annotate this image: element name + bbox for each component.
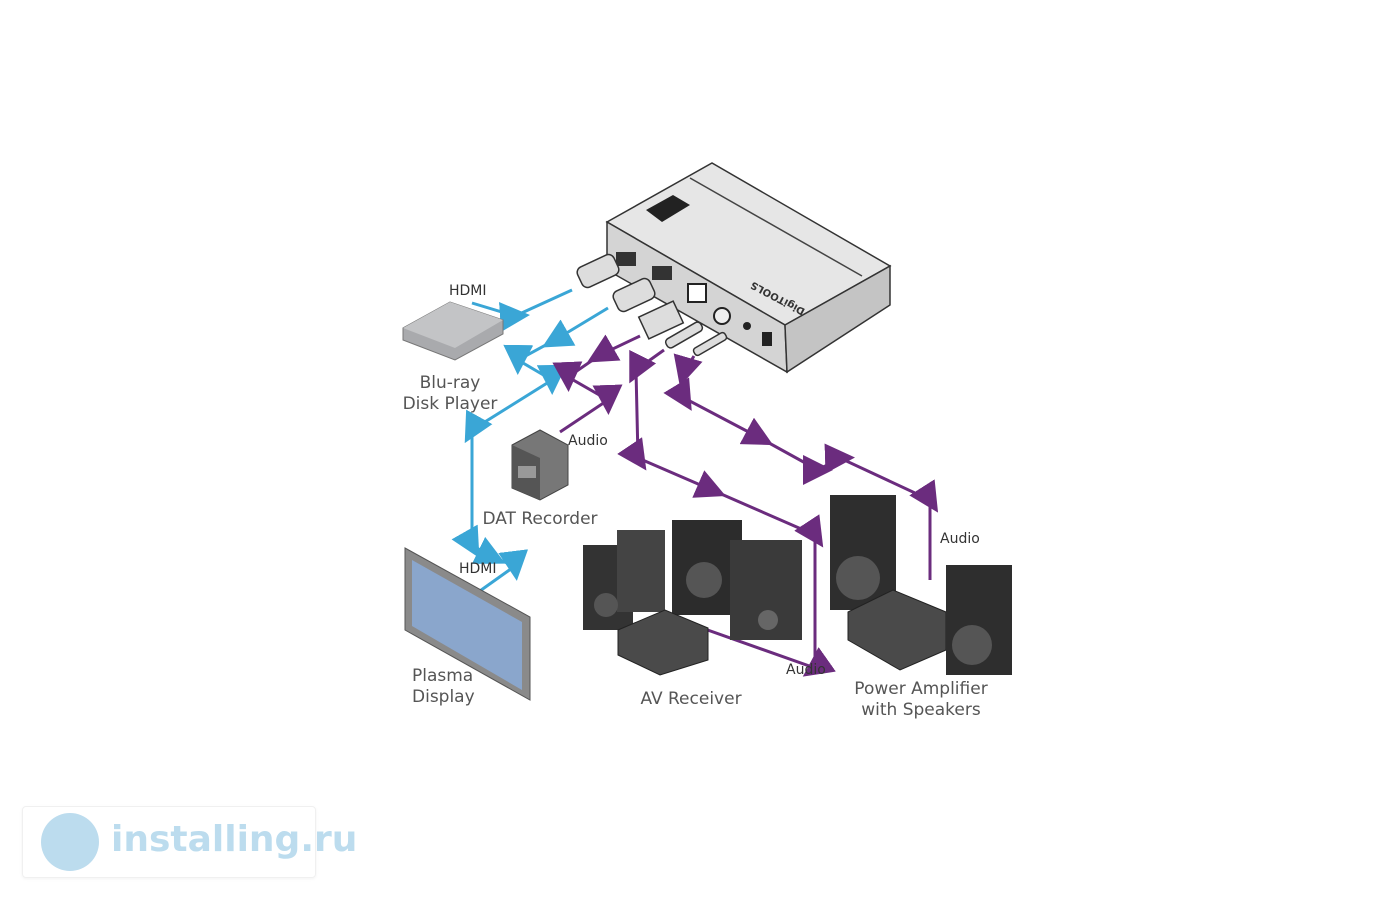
audio-dat-cable: [552, 334, 641, 434]
hdmi-output-cable: [451, 306, 609, 600]
audio-amp-cable: [663, 353, 939, 580]
coax-port: [713, 307, 731, 325]
audio-av-label: Audio: [786, 662, 826, 678]
power-amp-label-line1: Power Amplifier: [854, 679, 987, 699]
kramer-logo-icon: [646, 195, 690, 222]
connectors: [576, 253, 728, 357]
hdmi-out-port: [652, 266, 672, 280]
dat-label: DAT Recorder: [482, 509, 597, 529]
hdmi-input-cable: [471, 288, 573, 332]
audio-dat-label: Audio: [568, 433, 608, 449]
hdmi-cables: [451, 288, 609, 600]
power-amp-label-line2: with Speakers: [861, 700, 981, 720]
power-port: [762, 332, 772, 346]
watermark-logo-icon: [41, 813, 99, 871]
plasma-label-line2: Display: [412, 687, 475, 707]
bluray-label-line1: Blu-ray: [420, 373, 481, 393]
audio-jack: [743, 322, 751, 330]
optical-port: [687, 283, 707, 303]
audio-cables: [552, 334, 939, 677]
watermark: installing.ru: [22, 806, 357, 878]
av-receiver-label: AV Receiver: [640, 689, 741, 709]
plasma-display: [404, 547, 531, 701]
power-amplifier-system: [830, 495, 1012, 675]
bluray-player: [402, 301, 504, 361]
audio-amp-label: Audio: [940, 531, 980, 547]
dat-recorder: [511, 429, 569, 501]
digitools-device: DigiTOOLS: [605, 162, 892, 374]
av-receiver-system: [583, 520, 802, 676]
hdmi-in-port: [616, 252, 636, 266]
hdmi-input-label: HDMI: [449, 283, 487, 299]
bluray-label-line2: Disk Player: [403, 394, 498, 414]
plasma-label-line1: Plasma: [412, 666, 473, 686]
hdmi-output-label: HDMI: [459, 561, 497, 577]
watermark-text: installing.ru: [111, 819, 358, 860]
